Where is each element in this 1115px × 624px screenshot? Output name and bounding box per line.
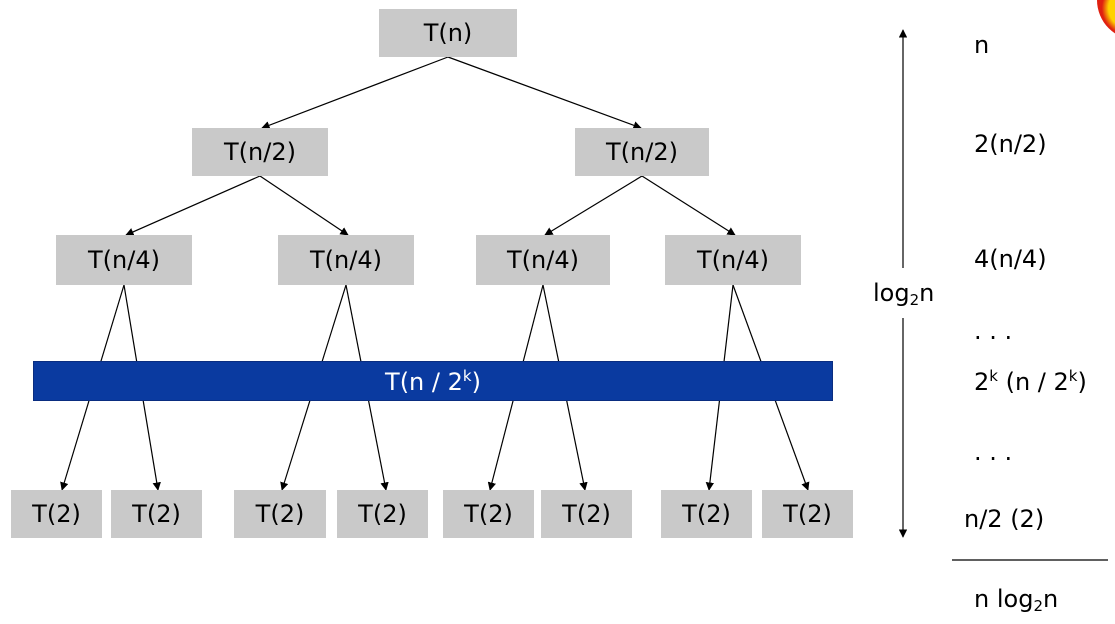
leaf-label: T(2) xyxy=(358,500,407,528)
tree-node-level2: T(n/4) xyxy=(56,235,192,285)
node-label: T(n/4) xyxy=(507,246,579,274)
level-cost-last: n/2 (2) xyxy=(964,505,1045,533)
tree-leaf: T(2) xyxy=(443,490,534,538)
tree-node-level1: T(n/2) xyxy=(192,128,328,176)
level-cost-ellipsis: . . . xyxy=(974,438,1013,466)
level-cost-1: 2(n/2) xyxy=(974,130,1047,158)
edge xyxy=(259,175,349,236)
leaf-label: T(2) xyxy=(132,500,181,528)
tree-node-level2: T(n/4) xyxy=(476,235,610,285)
edge xyxy=(261,56,449,130)
leaf-label: T(2) xyxy=(255,500,305,528)
tree-node-level2: T(n/4) xyxy=(665,235,801,285)
corner-logo-fragment xyxy=(1097,0,1115,50)
level-cost-0: n xyxy=(974,31,990,59)
node-label: T(n) xyxy=(423,19,473,47)
level-cost-2: 4(n/4) xyxy=(974,245,1047,273)
node-label: T(n/2) xyxy=(606,138,678,166)
level-cost-k: 2k (n / 2k) xyxy=(974,367,1087,396)
tree-node-level1: T(n/2) xyxy=(575,128,709,176)
leaf-label: T(2) xyxy=(682,500,731,528)
node-label: T(n/4) xyxy=(310,246,382,274)
node-label: T(n/4) xyxy=(88,246,160,274)
leaf-label: T(2) xyxy=(464,500,513,528)
tree-leaf: T(2) xyxy=(661,490,752,538)
tree-leaf: T(2) xyxy=(11,490,102,538)
tree-leaf: T(2) xyxy=(762,490,853,538)
tree-leaf: T(2) xyxy=(234,490,326,538)
tree-height-label: log2n xyxy=(873,279,935,309)
level-k-band: T(n / 2k) xyxy=(33,361,833,401)
tree-node-root: T(n) xyxy=(379,9,517,57)
tree-node-level2: T(n/4) xyxy=(278,235,414,285)
edge xyxy=(125,175,261,236)
total-cost: n log2n xyxy=(974,585,1059,615)
node-label: T(n/2) xyxy=(224,138,296,166)
tree-leaf: T(2) xyxy=(337,490,428,538)
leaf-label: T(2) xyxy=(562,500,611,528)
leaf-label: T(2) xyxy=(32,500,81,528)
node-label: T(n/4) xyxy=(697,246,769,274)
edge xyxy=(447,56,642,130)
tree-leaf: T(2) xyxy=(111,490,202,538)
edge xyxy=(641,175,736,236)
band-label: T(n / 2k) xyxy=(385,366,481,396)
edge xyxy=(544,175,643,236)
leaf-label: T(2) xyxy=(783,500,832,528)
level-cost-ellipsis: . . . xyxy=(974,317,1013,345)
tree-leaf: T(2) xyxy=(541,490,632,538)
